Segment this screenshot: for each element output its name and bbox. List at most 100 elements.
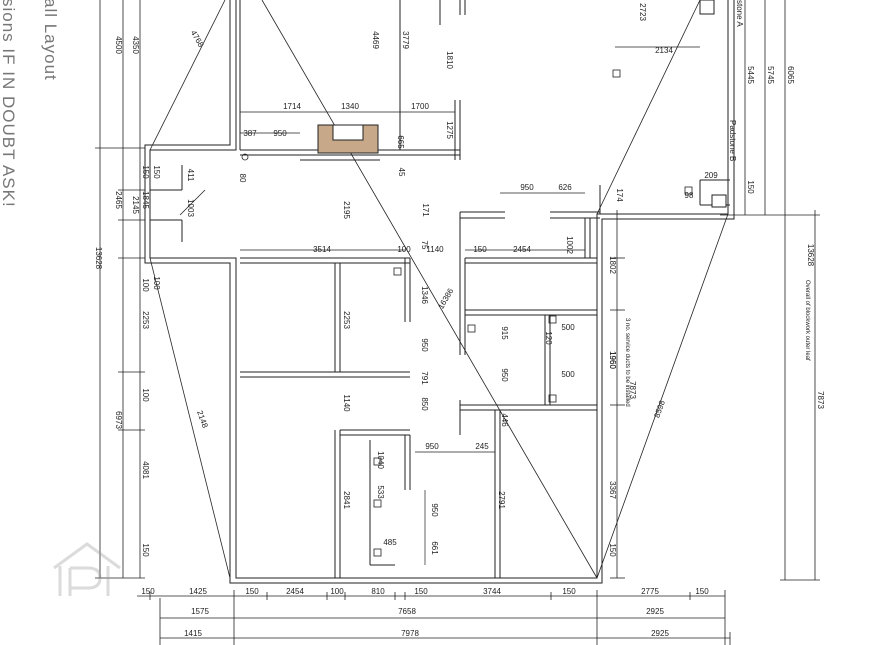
dimension-label: 1340: [341, 102, 359, 111]
watermark-logo: [53, 542, 121, 596]
dimension-label: 2925: [646, 607, 664, 616]
dimension-label: 100: [141, 388, 150, 402]
dimension-label: 16386: [436, 286, 455, 310]
dimension-label: 665: [396, 135, 405, 149]
dimension-label: 2253: [141, 311, 150, 329]
dimension-label: 1714: [283, 102, 301, 111]
dimension-label: 411: [186, 169, 195, 182]
dimension-label: 4081: [141, 461, 150, 479]
dimension-label: 75: [420, 241, 429, 250]
dimension-label: 150: [141, 543, 150, 557]
dimension-label: 150: [695, 587, 709, 596]
dimension-label: 950: [273, 129, 287, 138]
dimension-label: 446: [500, 413, 509, 427]
dimension-label: 6973: [114, 411, 123, 429]
dimension-label: 387: [243, 129, 257, 138]
dimension-label: 150: [746, 180, 755, 194]
outer-wall: [144, 0, 735, 584]
dimension-label: 2454: [286, 587, 304, 596]
dimension-label: 3367: [608, 481, 617, 499]
dimension-label: 150: [141, 587, 155, 596]
dimension-label: 4469: [371, 31, 380, 49]
dimension-label: 4768: [189, 29, 206, 49]
padstone-a: [699, 0, 715, 15]
dimension-label: 915: [500, 326, 509, 340]
dimension-label: 2723: [638, 3, 647, 21]
padstone-b: [711, 194, 727, 208]
dimension-label: 1002: [565, 236, 574, 254]
dimension-label: 1140: [342, 394, 351, 412]
dimension-label: 1003: [186, 199, 195, 217]
fireplace: [317, 124, 379, 154]
dimension-label: 2148: [195, 409, 210, 429]
dimension-label: 100: [330, 587, 344, 596]
dimension-label: 120: [544, 331, 553, 345]
dimension-label: 98: [685, 191, 694, 200]
dimension-label: 13628: [94, 247, 103, 270]
dimension-label: 1845: [141, 191, 150, 209]
dimension-label: 150: [152, 165, 161, 179]
dimension-label: 500: [561, 323, 575, 332]
dimension-label: 3744: [483, 587, 501, 596]
dimension-label: 2465: [114, 191, 123, 209]
dimension-label: 2791: [497, 491, 506, 509]
dimension-label: 1810: [445, 51, 454, 69]
dimension-label: 13628: [806, 244, 815, 267]
dimension-label: 950: [425, 442, 439, 451]
dimension-label: 950: [520, 183, 534, 192]
dimension-label: 150: [473, 245, 487, 254]
dimension-label: 80: [238, 174, 247, 183]
dimension-label: 150: [141, 165, 150, 179]
dimension-label: 500: [561, 370, 575, 379]
dimension-label: 3514: [313, 245, 331, 254]
dimension-label: 950: [430, 503, 439, 517]
dimension-label: 791: [420, 371, 429, 385]
label-overall-note: Overall of blockwork outer leaf: [804, 280, 810, 361]
dimension-label: 661: [430, 541, 439, 555]
dimension-label: 174: [615, 188, 624, 202]
dimension-label: 7873: [816, 391, 825, 409]
dimension-label: 4500: [114, 36, 123, 54]
dimension-label: 150: [414, 587, 428, 596]
dimension-label: 171: [421, 203, 430, 217]
dimension-label: 1575: [191, 607, 209, 616]
dimension-label: 2925: [651, 629, 669, 638]
dimension-label: 5445: [746, 66, 755, 84]
dimension-label: 810: [371, 587, 385, 596]
dimension-label: 950: [420, 338, 429, 352]
left-dimension-lines: [95, 0, 145, 579]
dimension-label: 485: [383, 538, 397, 547]
dimension-label: 7978: [401, 629, 419, 638]
label-padstone-b: Padstone B: [728, 120, 737, 161]
dimension-label: 1960: [608, 351, 617, 369]
dimension-label: 1415: [184, 629, 202, 638]
interior-dimension-lines: [240, 46, 700, 565]
dimension-label: 2253: [342, 311, 351, 329]
dimension-label: 4350: [131, 36, 140, 54]
dimension-label: 1275: [445, 121, 454, 139]
label-service-ducts: 3 no. service ducts to be installed: [624, 318, 630, 407]
dimension-label: 2775: [641, 587, 659, 596]
dimension-label: 626: [558, 183, 572, 192]
dimension-label: 245: [475, 442, 489, 451]
dimension-label: 209: [704, 171, 718, 180]
dimension-label: 150: [245, 587, 259, 596]
dimension-label: 1960: [608, 351, 617, 369]
dimension-label: 150: [608, 543, 617, 557]
right-dimension-lines: [610, 0, 820, 581]
dimension-label: 1346: [420, 286, 429, 304]
dimension-label: 2454: [513, 245, 531, 254]
dimension-label: 1040: [376, 451, 385, 469]
dimension-label: 2145: [131, 196, 140, 214]
dimension-label: 3779: [401, 31, 410, 49]
dimension-label: 45: [397, 168, 406, 177]
bottom-dimension-lines: [137, 590, 731, 645]
dimension-label: 1140: [426, 245, 444, 254]
dimension-label: 2195: [342, 201, 351, 219]
dimension-label: 2841: [342, 491, 351, 509]
dimension-label: 7658: [398, 607, 416, 616]
interior-walls: [150, 0, 730, 578]
dimension-label: 850: [420, 397, 429, 411]
dimension-label: 1425: [189, 587, 207, 596]
dimension-label: 100: [152, 276, 161, 290]
